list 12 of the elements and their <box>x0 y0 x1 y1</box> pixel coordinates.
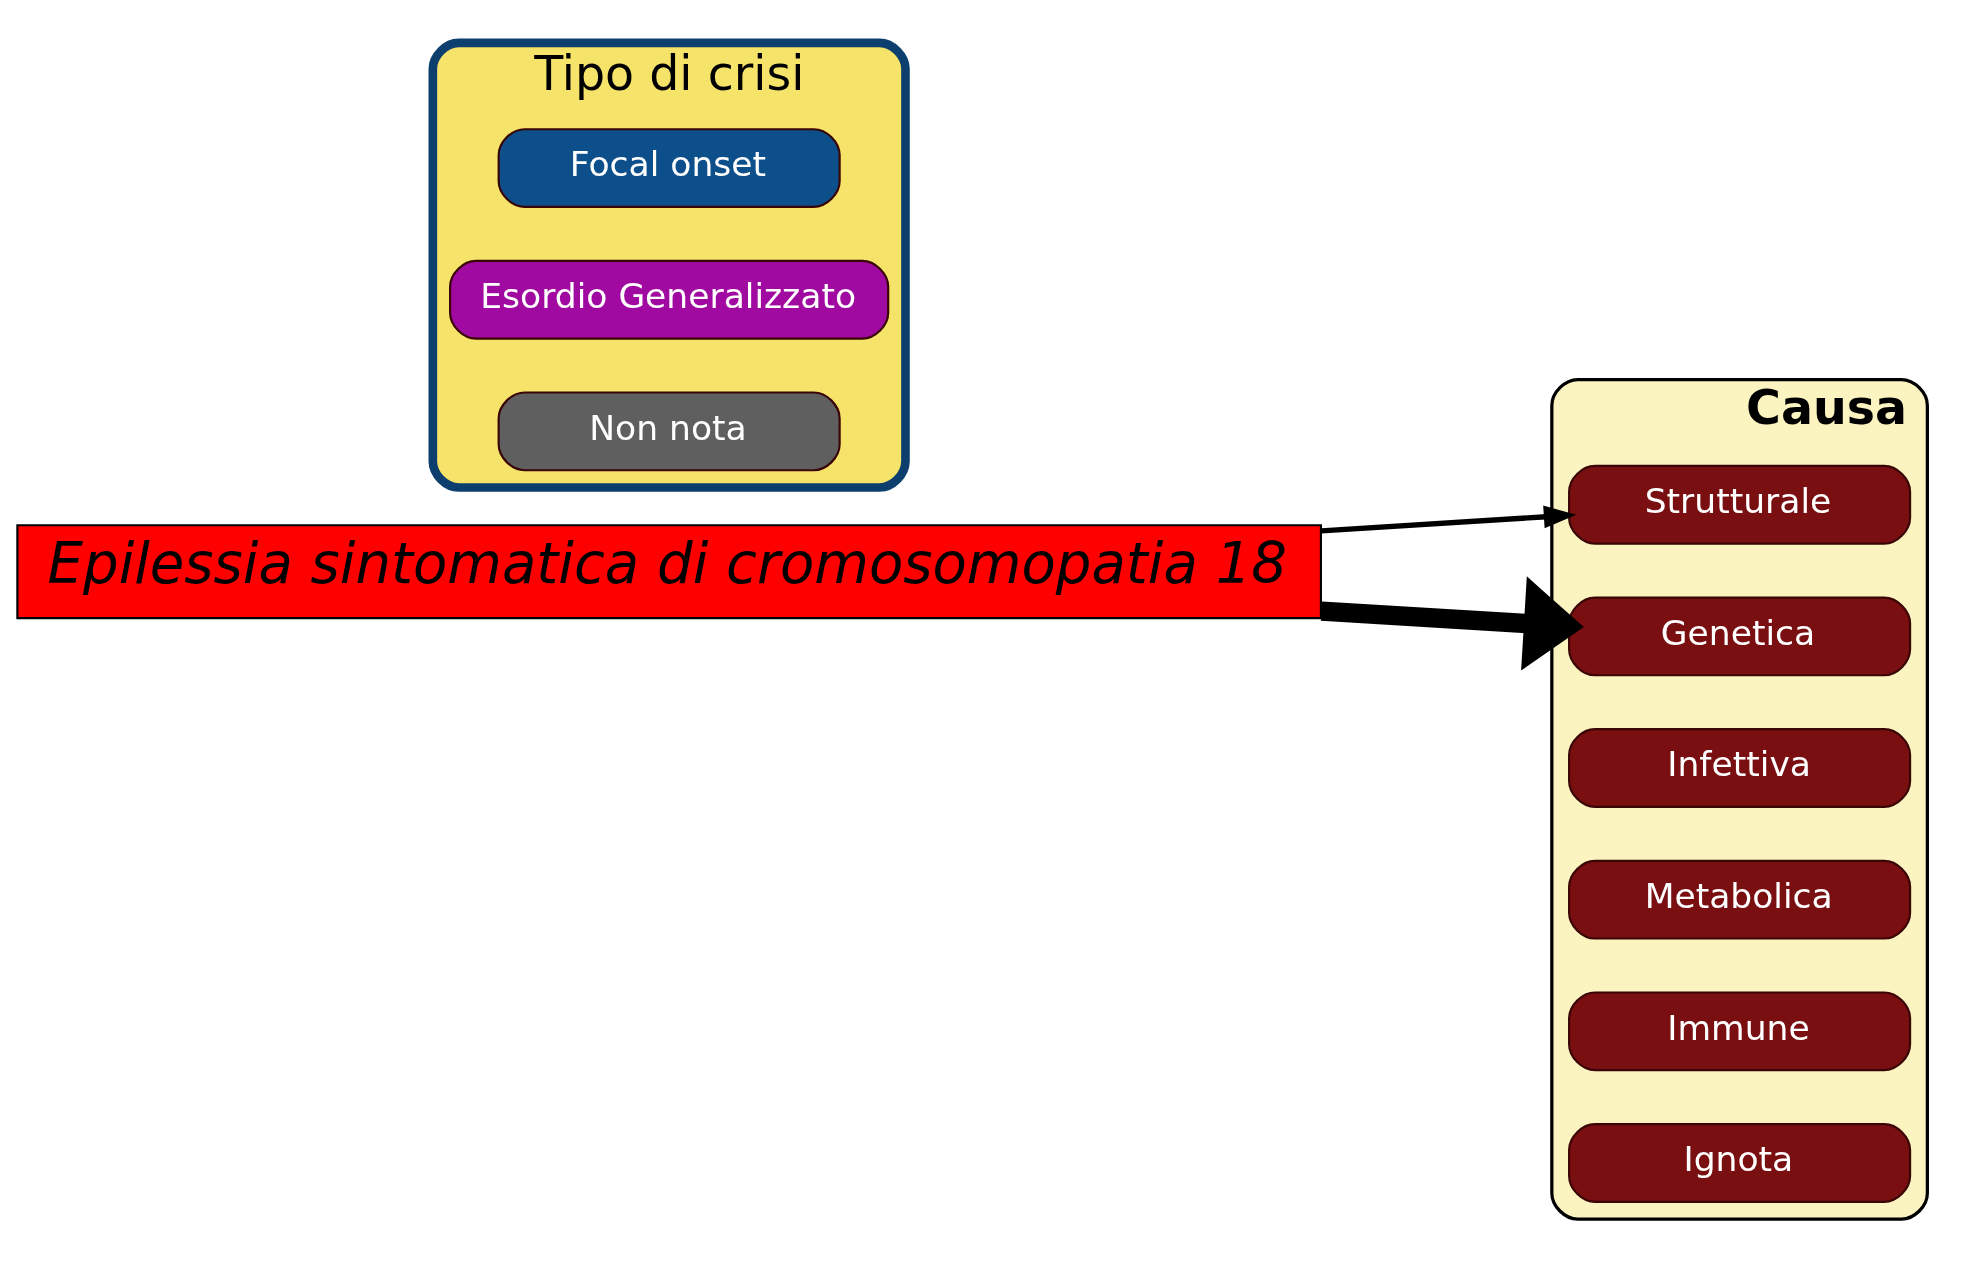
node-box: Epilessia sintomatica di cromosomopatia 18 <box>16 523 1322 619</box>
arrow <box>1321 505 1577 534</box>
node-box: Genetica <box>1568 595 1912 676</box>
node-box: Focal onset <box>497 127 841 208</box>
arrow <box>1320 575 1584 671</box>
node-box: Infettiva <box>1568 727 1912 808</box>
node-box: Non nota <box>497 390 841 471</box>
node-box: Ignota <box>1568 1122 1912 1203</box>
node-box: Immune <box>1568 990 1912 1071</box>
node-box: Esordio Generalizzato <box>449 259 890 340</box>
node-box: Strutturale <box>1568 464 1912 545</box>
node-box: Metabolica <box>1568 859 1912 940</box>
